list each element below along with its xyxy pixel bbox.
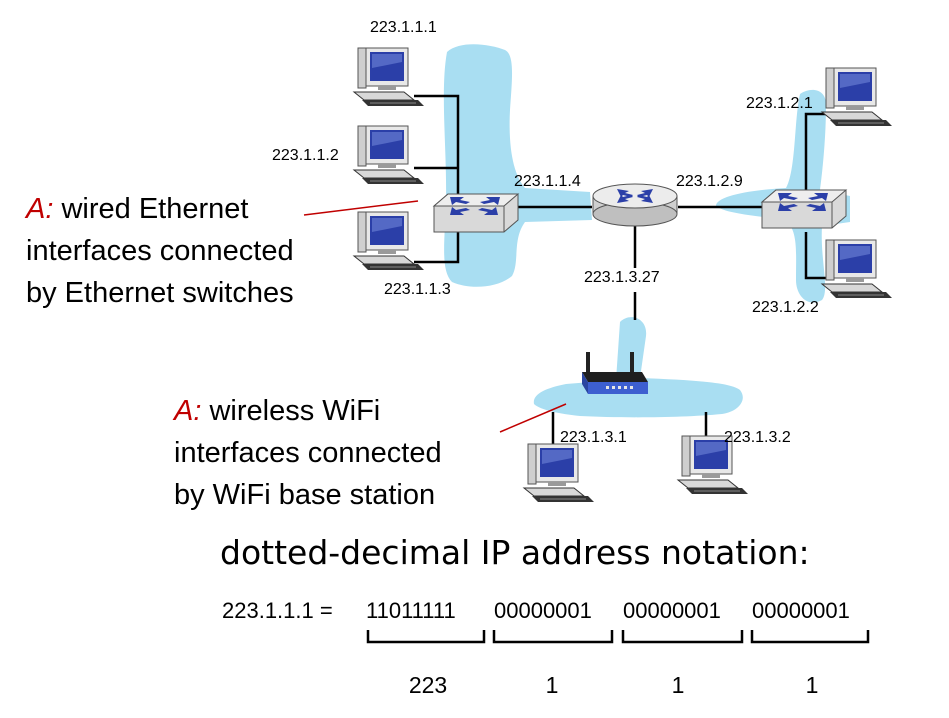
router-interface-label: 223.1.3.27 [584, 269, 660, 286]
host-ip-label: 223.1.1.1 [370, 19, 437, 36]
notation-title: dotted-decimal IP address notation: [220, 533, 810, 572]
host-ip-label: 223.1.2.1 [746, 95, 813, 112]
binary-octet: 00000001 [752, 598, 850, 623]
wired-callout-pointer [303, 200, 419, 216]
host-223-1-2-2-computer-icon [821, 239, 893, 299]
decimal-octet: 1 [805, 672, 819, 698]
host-223-1-1-3-computer-icon [353, 211, 425, 271]
host-ip-label: 223.1.1.2 [272, 147, 339, 164]
host-ip-label: 223.1.3.1 [560, 429, 627, 446]
host-ip-label: 223.1.1.3 [384, 281, 451, 298]
callout-line: interfaces connected [174, 437, 442, 469]
answer-prefix: A: [174, 395, 202, 427]
callout-line: interfaces connected [26, 235, 294, 267]
host-ip-label: 223.1.3.2 [724, 429, 791, 446]
host-223-1-2-1-computer-icon [821, 67, 893, 127]
decimal-octet: 1 [545, 672, 559, 698]
ethernet-switch-1-icon [433, 193, 519, 233]
host-223-1-1-1-computer-icon [353, 47, 425, 107]
wireless-interfaces-callout: A: wireless WiFi interfaces connected by… [174, 390, 442, 516]
ethernet-switch-2-icon [761, 189, 847, 229]
subnet-1-blob [443, 44, 592, 287]
subnet-3-blob [533, 317, 743, 418]
callout-line: by Ethernet switches [26, 277, 294, 309]
wired-interfaces-callout: A: wired Ethernet interfaces connected b… [26, 188, 294, 314]
answer-prefix: A: [26, 193, 54, 225]
binary-octet: 11011111 [366, 598, 456, 623]
host-ip-label: 223.1.2.2 [752, 299, 819, 316]
router-interface-label: 223.1.1.4 [514, 173, 581, 190]
binary-octet: 00000001 [494, 598, 592, 623]
callout-line: wired Ethernet [53, 193, 249, 225]
address-equals-label: 223.1.1.1 = [222, 598, 333, 623]
octet-brackets [366, 630, 870, 644]
router-interface-label: 223.1.2.9 [676, 173, 743, 190]
wireless-callout-pointer [499, 403, 567, 433]
callout-line: wireless WiFi [201, 395, 381, 427]
links [414, 94, 832, 444]
binary-octet: 00000001 [623, 598, 721, 623]
host-223-1-3-1-computer-icon [523, 443, 595, 503]
decimal-octet: 223 [408, 672, 448, 698]
router-icon [592, 183, 678, 227]
host-223-1-1-2-computer-icon [353, 125, 425, 185]
callout-line: by WiFi base station [174, 479, 436, 511]
decimal-octet: 1 [671, 672, 685, 698]
